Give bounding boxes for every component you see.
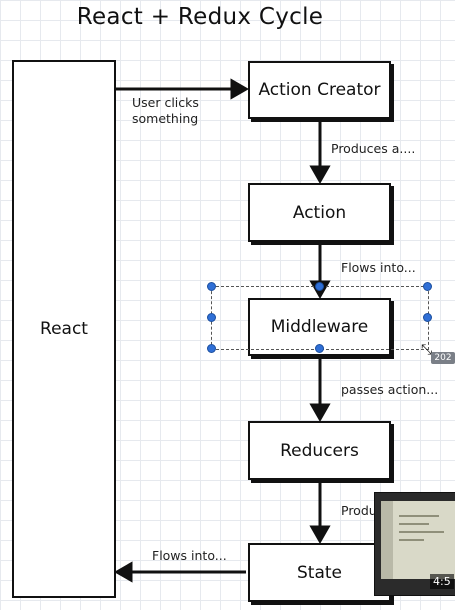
reducers-label: Reducers: [280, 440, 359, 461]
resize-handle-bottom-left[interactable]: [207, 344, 216, 353]
thumbnail-line: [399, 515, 439, 517]
label-produces-state: Produ: [341, 503, 377, 518]
size-badge: 202: [431, 352, 455, 364]
thumbnail-line: [399, 523, 429, 525]
arrow-user-clicks-head: [230, 78, 250, 100]
resize-handle-top-right[interactable]: [423, 282, 432, 291]
resize-cursor-icon: ⤡: [421, 342, 433, 358]
label-flows-into-react: Flows into...: [152, 548, 227, 563]
state-node: State: [248, 543, 391, 602]
reducers-node: Reducers: [248, 421, 391, 480]
resize-handle-top-center[interactable]: [315, 282, 324, 291]
react-node: React: [12, 60, 116, 598]
label-flows-into: Flows into...: [341, 260, 416, 275]
resize-handle-bottom-center[interactable]: [315, 344, 324, 353]
arrow-flows-into-react-head: [113, 561, 133, 583]
label-produces-a: Produces a....: [331, 141, 416, 156]
thumbnail-sidebar: [381, 501, 393, 579]
resize-handle-top-left[interactable]: [207, 282, 216, 291]
diagram-title: React + Redux Cycle: [76, 4, 324, 30]
resize-handle-middle-right[interactable]: [423, 313, 432, 322]
arrow-produces-head: [309, 165, 331, 185]
label-passes-action: passes action...: [341, 382, 439, 397]
resize-handle-middle-left[interactable]: [207, 313, 216, 322]
video-time: 4:5: [430, 574, 454, 589]
selection-box[interactable]: [211, 286, 429, 350]
action-creator-node: Action Creator: [248, 61, 391, 119]
react-node-label: React: [40, 319, 88, 339]
action-node: Action: [248, 183, 391, 242]
arrow-passes-action-head: [309, 403, 331, 423]
thumbnail-preview: [381, 501, 455, 579]
thumbnail-line: [399, 531, 444, 533]
middleware-label: Middleware: [270, 317, 369, 337]
state-label: State: [297, 562, 342, 583]
thumbnail-line: [399, 539, 424, 541]
arrow-produces-state-head: [309, 525, 331, 545]
action-creator-label: Action Creator: [258, 80, 381, 100]
label-user-clicks: User clicks something: [132, 95, 199, 126]
action-label: Action: [292, 202, 347, 223]
